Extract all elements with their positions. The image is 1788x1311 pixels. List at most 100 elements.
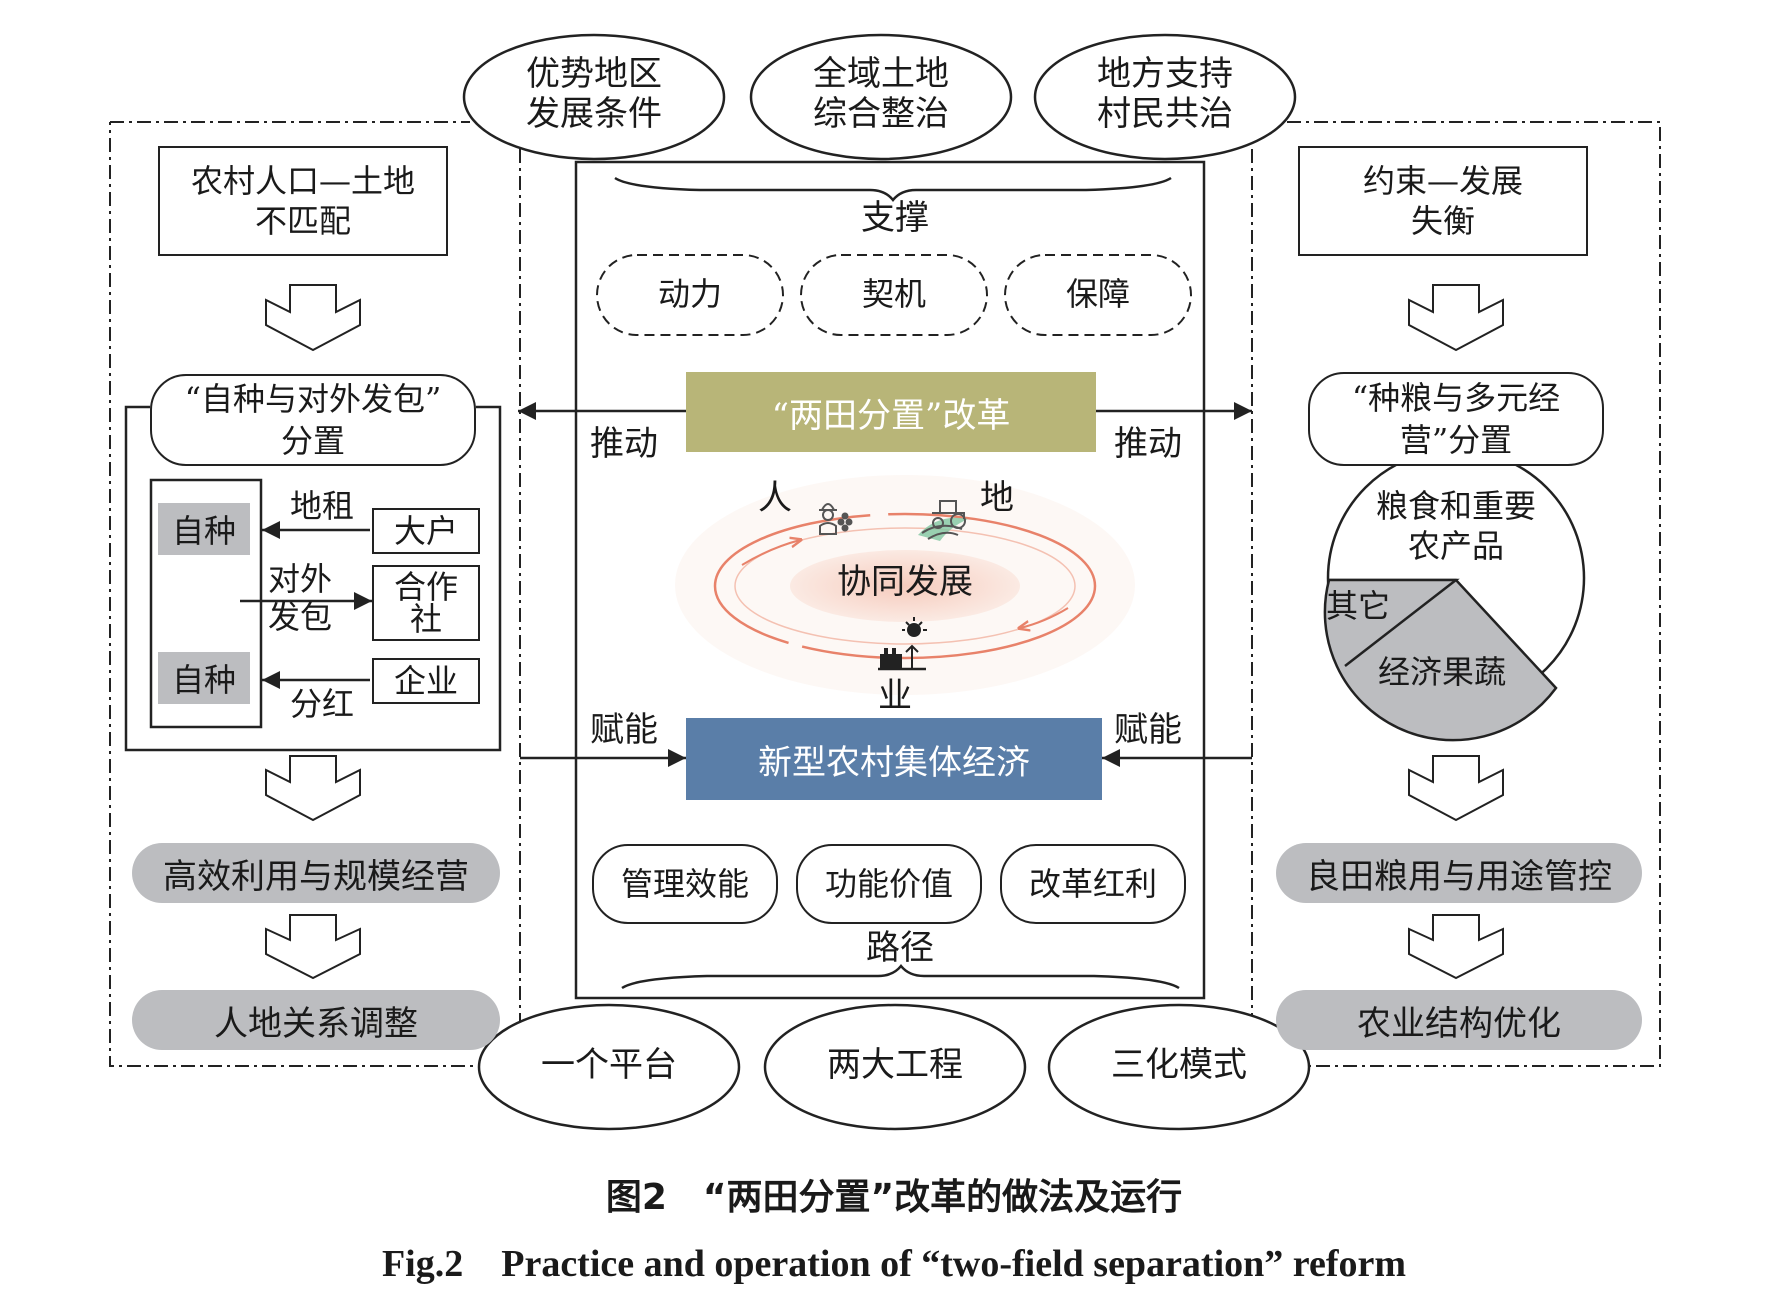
support-pill-1 bbox=[596, 254, 784, 336]
flow-rent-label: 地租 bbox=[290, 487, 355, 525]
left-mode-line2: 分置 bbox=[280, 422, 345, 460]
left-problem-box: 农村人口—土地 不匹配 bbox=[158, 146, 448, 256]
cycle-person-label: 人 bbox=[758, 478, 792, 518]
support-pill-2 bbox=[800, 254, 988, 336]
right-mode-line2: 营”分置 bbox=[1399, 421, 1513, 459]
cycle-diagram bbox=[675, 475, 1135, 695]
figure-caption-cn: 图2 “两田分置”改革的做法及运行 bbox=[605, 1177, 1183, 1218]
right-problem-box: 约束—发展 失衡 bbox=[1298, 146, 1588, 256]
push-left-label: 推动 bbox=[590, 424, 658, 464]
left-region-border bbox=[109, 121, 521, 1067]
support-item-power: 动力 bbox=[657, 275, 722, 313]
support-label: 支撑 bbox=[861, 198, 929, 238]
cycle-core-label: 协同发展 bbox=[837, 562, 973, 602]
support-item-opportunity: 契机 bbox=[861, 275, 926, 313]
actor-enterprise: 企业 bbox=[372, 658, 480, 704]
flow-outsource-line2: 发包 bbox=[268, 598, 333, 636]
top-ellipse-1-line1: 优势地区 bbox=[526, 54, 662, 94]
left-problem-line2: 不匹配 bbox=[254, 202, 351, 240]
empower-left-label: 赋能 bbox=[590, 710, 658, 750]
self-farm-tag-bottom: 自种 bbox=[158, 652, 250, 704]
actor-big-household: 大户 bbox=[372, 508, 480, 554]
top-ellipse-3-line2: 村民共治 bbox=[1097, 94, 1233, 134]
block-arrow-left-2 bbox=[265, 755, 361, 822]
left-mode-line1: “自种与对外发包” bbox=[184, 380, 442, 418]
right-mode-pill: “种粮与多元经 营”分置 bbox=[1308, 372, 1604, 466]
center-frame bbox=[574, 160, 1206, 1000]
left-outcome-1: 高效利用与规模经营 bbox=[132, 843, 500, 903]
bottom-ellipse-1 bbox=[477, 1003, 741, 1131]
block-arrow-right-3 bbox=[1408, 914, 1504, 980]
bottom-ellipse-2 bbox=[763, 1003, 1027, 1131]
actor-cooperative-line1: 合作 bbox=[393, 568, 458, 606]
top-ellipse-1-label: 优势地区 发展条件 bbox=[524, 54, 664, 134]
self-farm-tag-top: 自种 bbox=[158, 503, 250, 555]
cycle-arrow-right bbox=[1020, 607, 1069, 628]
bottom-ellipse-1-label: 一个平台 bbox=[541, 1045, 677, 1085]
pie-label-grain-line2: 农产品 bbox=[1407, 527, 1504, 565]
pie-lower-gray bbox=[1323, 578, 1558, 742]
cycle-outer-ring bbox=[713, 512, 1097, 660]
industry-sun-icon bbox=[878, 617, 927, 671]
block-arrow-left-3 bbox=[265, 914, 361, 980]
bottom-ellipse-3-label: 三化模式 bbox=[1111, 1045, 1247, 1085]
left-mode-container bbox=[124, 405, 502, 752]
right-mode-line1: “种粮与多元经 bbox=[1351, 379, 1561, 417]
path-item-management: 管理效能 bbox=[592, 844, 778, 924]
pie-label-grain-line1: 粮食和重要 bbox=[1375, 487, 1536, 525]
actor-cooperative: 合作 社 bbox=[372, 565, 480, 641]
top-ellipse-3 bbox=[1033, 33, 1297, 161]
cycle-industry-label: 业 bbox=[878, 676, 912, 716]
flow-outsource-label: 对外 发包 bbox=[268, 560, 332, 636]
bottom-brace bbox=[621, 964, 1180, 990]
path-item-dividend: 改革红利 bbox=[1000, 844, 1186, 924]
left-mode-pill: “自种与对外发包” 分置 bbox=[150, 374, 476, 466]
flow-dividend-label: 分红 bbox=[290, 685, 355, 723]
top-ellipse-2-label: 全域土地 综合整治 bbox=[811, 54, 951, 134]
tractor-field-icon bbox=[918, 500, 968, 541]
block-arrow-left-1 bbox=[265, 284, 361, 352]
right-outcome-2: 农业结构优化 bbox=[1276, 990, 1642, 1050]
actor-cooperative-line2: 社 bbox=[409, 600, 442, 638]
cycle-arrow-left bbox=[741, 540, 800, 566]
top-brace bbox=[614, 176, 1172, 202]
pie-divider bbox=[1344, 579, 1457, 667]
farmer-icon bbox=[819, 503, 853, 535]
block-arrow-right-2 bbox=[1408, 755, 1504, 822]
cycle-inner-ring bbox=[734, 527, 1076, 645]
block-arrow-right-1 bbox=[1408, 284, 1504, 352]
block-arrows bbox=[265, 284, 1504, 980]
support-pill-3 bbox=[1004, 254, 1192, 336]
right-problem-line2: 失衡 bbox=[1410, 202, 1475, 240]
push-right-label: 推动 bbox=[1114, 424, 1182, 464]
top-ellipse-3-line1: 地方支持 bbox=[1097, 54, 1233, 94]
pie-label-other: 其它 bbox=[1326, 587, 1391, 625]
right-outcome-1: 良田粮用与用途管控 bbox=[1276, 843, 1642, 903]
left-outcome-2: 人地关系调整 bbox=[132, 990, 500, 1050]
top-ellipse-1-line2: 发展条件 bbox=[526, 94, 662, 134]
pie-label-cash-crops: 经济果蔬 bbox=[1378, 653, 1507, 691]
cycle-land-label: 地 bbox=[980, 478, 1014, 518]
figure-caption-en: Fig.2 Practice and operation of “two-fie… bbox=[381, 1243, 1407, 1285]
empower-right-label: 赋能 bbox=[1114, 710, 1182, 750]
top-ellipse-2-line1: 全域土地 bbox=[813, 54, 949, 94]
collective-economy-box: 新型农村集体经济 bbox=[686, 718, 1102, 800]
bottom-ellipse-3 bbox=[1047, 1003, 1311, 1131]
support-item-guarantee: 保障 bbox=[1065, 275, 1130, 313]
top-ellipse-1 bbox=[462, 33, 726, 161]
self-farm-column bbox=[149, 478, 263, 729]
crop-pie-chart bbox=[1323, 448, 1586, 742]
top-ellipse-2 bbox=[749, 33, 1013, 161]
top-ellipse-2-line2: 综合整治 bbox=[813, 94, 949, 134]
left-problem-line1: 农村人口—土地 bbox=[190, 162, 415, 200]
pie-label-grain: 粮食和重要 农产品 bbox=[1366, 486, 1546, 566]
path-label: 路径 bbox=[866, 928, 934, 968]
bottom-ellipse-2-label: 两大工程 bbox=[827, 1045, 963, 1085]
reform-box: “两田分置”改革 bbox=[686, 372, 1096, 452]
flow-outsource-line1: 对外 bbox=[268, 560, 333, 598]
top-ellipse-3-label: 地方支持 村民共治 bbox=[1095, 54, 1235, 134]
right-region-border bbox=[1251, 121, 1661, 1067]
path-item-function: 功能价值 bbox=[796, 844, 982, 924]
cycle-core bbox=[790, 550, 1020, 622]
